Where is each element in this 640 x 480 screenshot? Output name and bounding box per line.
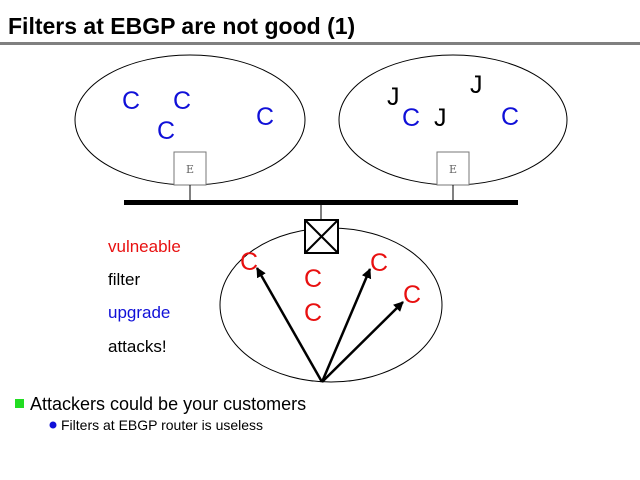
attacker-node: J [470, 71, 483, 99]
label-upgrade: upgrade [108, 303, 170, 322]
vulnerable-node: C [304, 265, 322, 293]
label-vulnerable: vulneable [108, 237, 181, 256]
attacker-node: J [387, 83, 400, 111]
customer-node: C [402, 104, 420, 132]
slide-title: Filters at EBGP are not good (1) [8, 13, 355, 39]
filtered-router-icon [304, 219, 339, 254]
customer-node: C [501, 103, 519, 131]
right-as: J C J J C E [338, 54, 568, 201]
vulnerable-node: C [370, 249, 388, 277]
router-label: E [186, 163, 194, 176]
customer-node: C [173, 87, 191, 115]
sub-bullet-text: Filters at EBGP router is useless [61, 417, 263, 433]
attacker-node: J [434, 104, 447, 132]
vulnerable-node: C [240, 248, 258, 276]
right-ebgp-router [436, 151, 470, 186]
bullet-text: Attackers could be your customers [30, 394, 306, 414]
left-as: C C C C E [74, 54, 306, 201]
victim-as: C C C C C [219, 219, 443, 383]
dot-bullet-icon [49, 421, 57, 429]
square-bullet-icon [15, 399, 24, 408]
title-rule [0, 42, 640, 45]
router-label: E [449, 163, 457, 176]
vulnerable-node: C [403, 281, 421, 309]
label-attacks: attacks! [108, 337, 167, 356]
customer-node: C [256, 103, 274, 131]
label-filter: filter [108, 270, 140, 289]
customer-node: C [157, 117, 175, 145]
exchange-bus [124, 200, 518, 205]
attack-arrow [321, 301, 404, 383]
attack-arrow [320, 268, 372, 383]
attack-arrow [255, 267, 324, 383]
customer-node: C [122, 87, 140, 115]
vulnerable-node: C [304, 299, 322, 327]
